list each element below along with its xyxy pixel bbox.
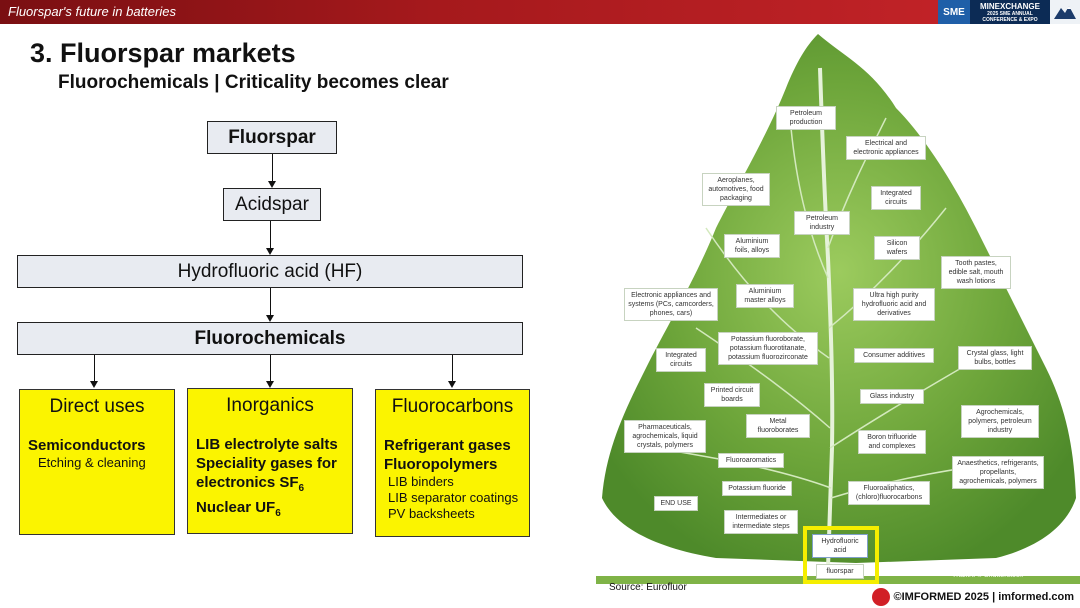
slide-title: 3. Fluorspar markets	[30, 38, 296, 69]
minexchange-logo-main: MINEXCHANGE	[970, 2, 1050, 11]
tree-label: Aluminium master alloys	[736, 284, 794, 308]
arrow-head	[268, 181, 276, 188]
tree-label: Ultra high purity hydrofluoric acid and …	[853, 288, 935, 321]
tree-label: Potassium fluoroborate, potassium fluoro…	[718, 332, 818, 365]
tree-label: END USE	[654, 496, 698, 511]
node-fluorochemicals-label: Fluorochemicals	[195, 328, 346, 350]
inorganics-uf-text: Nuclear UF	[196, 499, 275, 516]
inorganics-item: LIB electrolyte salts	[196, 435, 344, 454]
arrow-head	[266, 381, 274, 388]
sme-logo: SME	[938, 0, 970, 24]
tree-label: Glass industry	[860, 389, 924, 404]
tree-label: Metal fluoroborates	[746, 414, 810, 438]
direct-uses-item: Semiconductors	[28, 436, 166, 455]
tree-label: Anaesthetics, refrigerants, propellants,…	[952, 456, 1044, 489]
fluorocarbons-note: LIB separator coatings	[384, 490, 521, 506]
inorganics-sf-subscript: 6	[299, 483, 305, 494]
direct-uses-box: Direct uses Semiconductors Etching & cle…	[19, 389, 175, 535]
fluorocarbons-item: Refrigerant gases	[384, 436, 521, 455]
arrow-head	[90, 381, 98, 388]
top-banner: Fluorspar's future in batteries SME MINE…	[0, 0, 1080, 24]
tree-label: Integrated circuits	[871, 186, 921, 210]
tree-label: Agrochemicals, polymers, petroleum indus…	[961, 405, 1039, 438]
node-fluorspar-label: Fluorspar	[228, 127, 316, 149]
connector	[270, 221, 271, 248]
imformed-logo-icon	[872, 588, 890, 606]
tree-label: Boron trifluoride and complexes	[858, 430, 926, 454]
connector	[270, 288, 271, 315]
fluorocarbons-heading: Fluorocarbons	[384, 396, 521, 418]
node-hydrofluoric-acid: Hydrofluoric acid (HF)	[17, 255, 523, 288]
tree-label: Aluminium foils, alloys	[724, 234, 780, 258]
tree-label: Printed circuit boards	[704, 383, 760, 407]
tree-label: Petroleum production	[776, 106, 836, 130]
tree-label: Aeroplanes, automotives, food packaging	[702, 173, 770, 206]
tree-label: Fluoroaromatics	[718, 453, 784, 468]
inorganics-heading: Inorganics	[196, 395, 344, 417]
node-hf-label: Hydrofluoric acid (HF)	[178, 261, 363, 283]
inorganics-item: Nuclear UF6	[196, 498, 344, 523]
minexchange-logo: MINEXCHANGE 2025 SME ANNUAL CONFERENCE &…	[970, 0, 1050, 24]
connector	[270, 355, 271, 381]
tree-label: Silicon wafers	[874, 236, 920, 260]
arrow-head	[448, 381, 456, 388]
mountain-logo-icon	[1050, 0, 1080, 24]
tree-label: Electronic appliances and systems (PCs, …	[624, 288, 718, 321]
tree-label: Hydrofluoric acid	[812, 534, 868, 558]
inorganics-uf-subscript: 6	[275, 508, 281, 519]
fluorocarbons-note: LIB binders	[384, 474, 521, 490]
tree-label: Pharmaceuticals, agrochemicals, liquid c…	[624, 420, 706, 453]
fluorocarbons-box: Fluorocarbons Refrigerant gases Fluoropo…	[375, 389, 530, 537]
slide-subtitle: Fluorochemicals | Criticality becomes cl…	[58, 72, 449, 94]
tree-label: fluorspar	[816, 564, 864, 579]
minexchange-logo-sub: 2025 SME ANNUAL CONFERENCE & EXPO	[970, 11, 1050, 23]
tree-label: Intermediates or intermediate steps	[724, 510, 798, 534]
tree-label: Petroleum industry	[794, 211, 850, 235]
imformed-text: ©IMFORMED 2025 | imformed.com	[894, 591, 1075, 603]
tree-label: Tooth pastes, edible salt, mouth wash lo…	[941, 256, 1011, 289]
deck-title: Fluorspar's future in batteries	[8, 4, 176, 19]
connector	[94, 355, 95, 381]
arrow-head	[266, 248, 274, 255]
direct-uses-note: Etching & cleaning	[28, 455, 166, 471]
source-note: Source: Eurofluor	[609, 582, 687, 593]
imformed-brand: ©IMFORMED 2025 | imformed.com	[872, 588, 1075, 606]
arrow-head	[266, 315, 274, 322]
fluorochemical-tree-image: Petroleum production Electrical and elec…	[596, 28, 1080, 588]
logo-group: SME MINEXCHANGE 2025 SME ANNUAL CONFEREN…	[938, 0, 1080, 24]
direct-uses-heading: Direct uses	[28, 396, 166, 418]
tree-label: Fluoroaliphatics, (chloro)fluorocarbons	[848, 481, 930, 505]
inorganics-box: Inorganics LIB electrolyte salts Special…	[187, 388, 353, 534]
node-fluorspar: Fluorspar	[207, 121, 337, 154]
node-acidspar-label: Acidspar	[235, 194, 309, 216]
tree-label: Integrated circuits	[656, 348, 706, 372]
inorganics-item: electronics SF6	[196, 473, 344, 498]
tree-label: Potassium fluoride	[722, 481, 792, 496]
fluorocarbons-item: Fluoropolymers	[384, 455, 521, 474]
tree-label: Crystal glass, light bulbs, bottles	[958, 346, 1032, 370]
fluorocarbons-note: PV backsheets	[384, 506, 521, 522]
connector	[272, 154, 273, 181]
node-acidspar: Acidspar	[223, 188, 321, 221]
tree-label: Consumer additives	[854, 348, 934, 363]
tree-watermark: Thaikrit © Shutterstock	[952, 572, 1023, 579]
tree-label: Electrical and electronic appliances	[846, 136, 926, 160]
inorganics-item: Speciality gases for	[196, 454, 344, 473]
node-fluorochemicals: Fluorochemicals	[17, 322, 523, 355]
inorganics-sf-text: electronics SF	[196, 474, 299, 491]
connector	[452, 355, 453, 381]
